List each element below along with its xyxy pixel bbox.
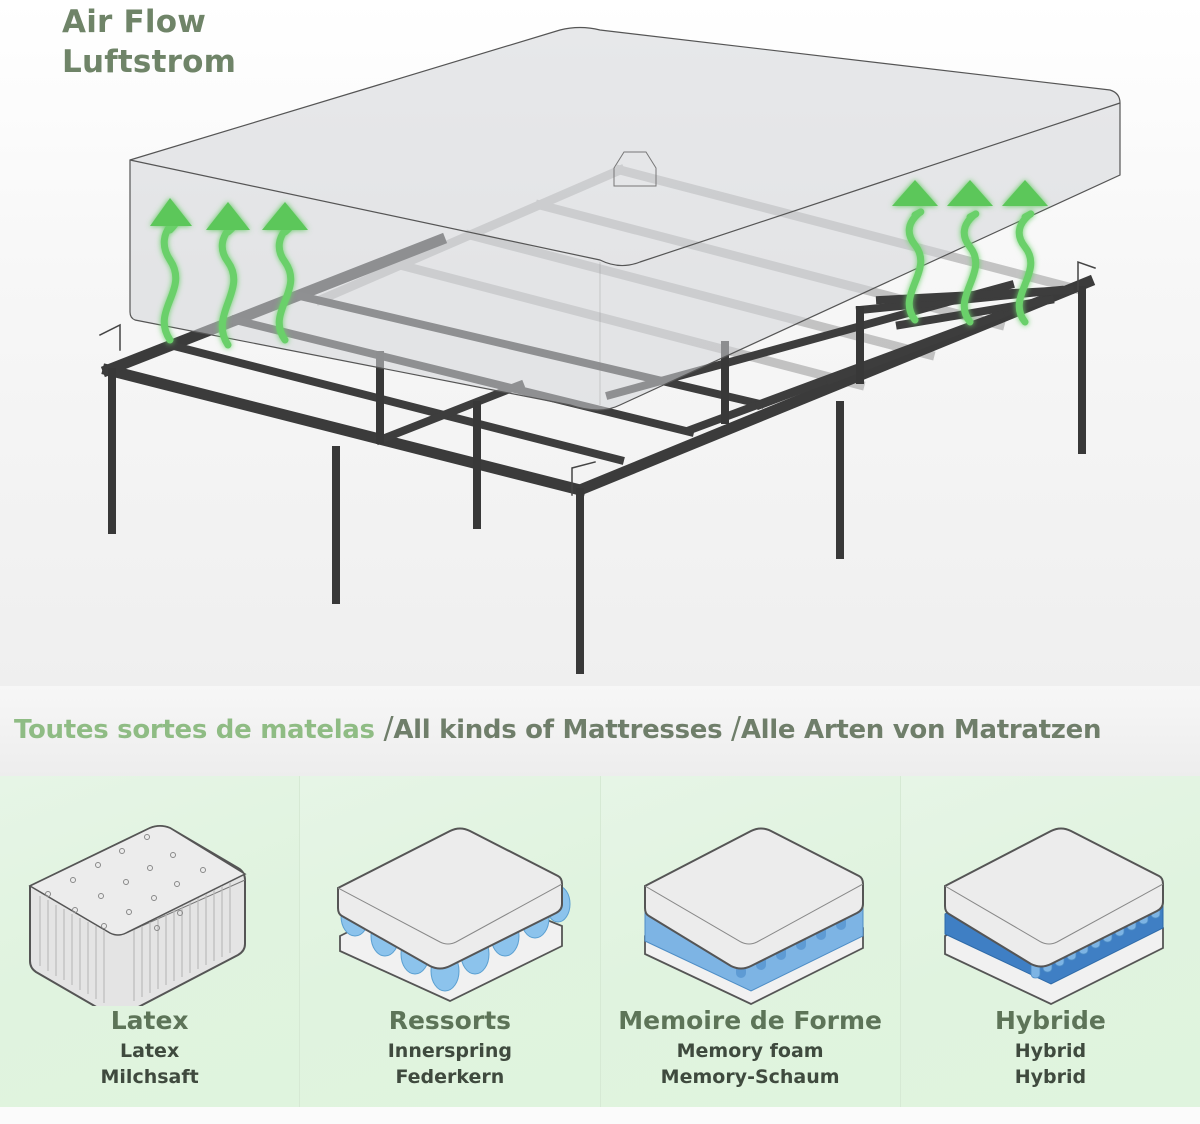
heading-de: Alle Arten von Matratzen — [740, 715, 1102, 745]
hero-illustration: Air Flow Luftstrom — [0, 0, 1200, 686]
air-flow-title-de: Luftstrom — [62, 44, 237, 80]
heading-separator: / — [383, 711, 394, 746]
card-sub-de-latex: Milchsaft — [100, 1066, 199, 1088]
airflow-arrow-icon — [150, 198, 192, 344]
card-sub-en-hybrid: Hybrid — [1014, 1040, 1087, 1062]
card-innerspring: Ressorts Innerspring Federkern — [300, 776, 601, 1107]
heading-fr: Toutes sortes de matelas — [14, 715, 375, 745]
airflow-arrow-icon — [947, 180, 993, 326]
card-sub-de-memory-foam: Memory-Schaum — [660, 1066, 840, 1088]
card-title-hybrid: Hybride — [994, 1006, 1106, 1035]
card-latex: Latex Latex Milchsaft — [0, 776, 301, 1107]
mattress-types-heading: Toutes sortes de matelas /All kinds of M… — [14, 710, 1101, 749]
latex-mattress-icon — [28, 825, 247, 1006]
air-flow-heading: Air Flow Luftstrom — [62, 2, 236, 82]
card-title-latex: Latex — [110, 1006, 189, 1035]
memory-foam-mattress-icon — [643, 827, 864, 1006]
card-sub-en-latex: Latex — [120, 1040, 180, 1062]
card-sub-de-innerspring: Federkern — [395, 1066, 505, 1088]
air-flow-title-en: Air Flow — [62, 4, 207, 40]
airflow-arrow-icon — [206, 202, 250, 349]
heading-separator: / — [731, 711, 741, 746]
card-hybrid: Hybride Hybrid Hybrid — [900, 776, 1200, 1107]
card-title-memory-foam: Memoire de Forme — [618, 1006, 882, 1035]
card-title-innerspring: Ressorts — [388, 1006, 512, 1035]
innerspring-mattress-icon — [337, 827, 571, 1002]
airflow-arrow-icon — [1002, 180, 1048, 326]
card-sub-en-memory-foam: Memory foam — [676, 1040, 824, 1062]
hybrid-mattress-icon — [943, 827, 1164, 1006]
section-band — [0, 686, 1200, 776]
card-sub-en-innerspring: Innerspring — [387, 1040, 513, 1062]
airflow-arrow-icon — [892, 180, 938, 324]
airflow-arrows-right — [892, 180, 1048, 326]
bed-frame-illustration — [98, 26, 1121, 674]
card-sub-de-hybrid: Hybrid — [1014, 1066, 1087, 1088]
card-memory-foam: Memoire de Forme Memory foam Memory-Scha… — [600, 776, 901, 1107]
footer-strip — [0, 1107, 1200, 1124]
heading-en: All kinds of Mattresses — [393, 715, 723, 745]
airflow-arrow-icon — [262, 202, 308, 344]
airflow-arrows-left — [150, 198, 308, 349]
mattress-type-cards: Latex Latex Milchsaft Ressorts Innerspri… — [0, 776, 1200, 1107]
translucent-mattress — [129, 26, 1121, 411]
